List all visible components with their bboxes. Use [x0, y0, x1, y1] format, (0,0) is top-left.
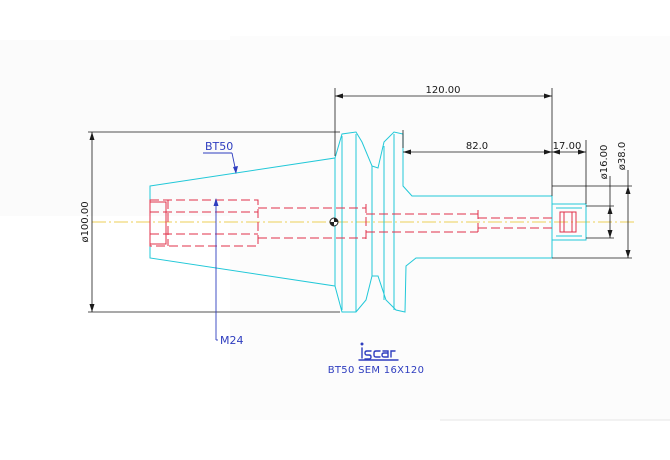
taper-label: BT50 [205, 140, 233, 153]
dim-overall-length: 120.00 [426, 85, 461, 96]
dim-bore-diameter: ø16.00 [599, 145, 610, 180]
thread-leader [215, 200, 218, 341]
thread-leader-arrow [213, 198, 219, 206]
thread-detail [149, 201, 577, 245]
dimension-lines [88, 88, 632, 313]
drawing-title: BT50 SEM 16X120 [328, 365, 425, 376]
dim-flange-diameter: ø100.00 [80, 201, 91, 242]
dim-end-length: 17.00 [553, 141, 582, 152]
dimension-arrows [89, 93, 631, 312]
taper-leader-arrow [233, 166, 238, 174]
gauge-point-marker [329, 217, 339, 227]
dim-body-diameter: ø38.0 [617, 142, 628, 170]
dim-shank-length: 82.0 [466, 141, 488, 152]
nose-outline [551, 203, 587, 241]
thread-label: M24 [220, 334, 244, 347]
hidden-lines [149, 199, 556, 247]
iscar-logo [358, 342, 399, 361]
